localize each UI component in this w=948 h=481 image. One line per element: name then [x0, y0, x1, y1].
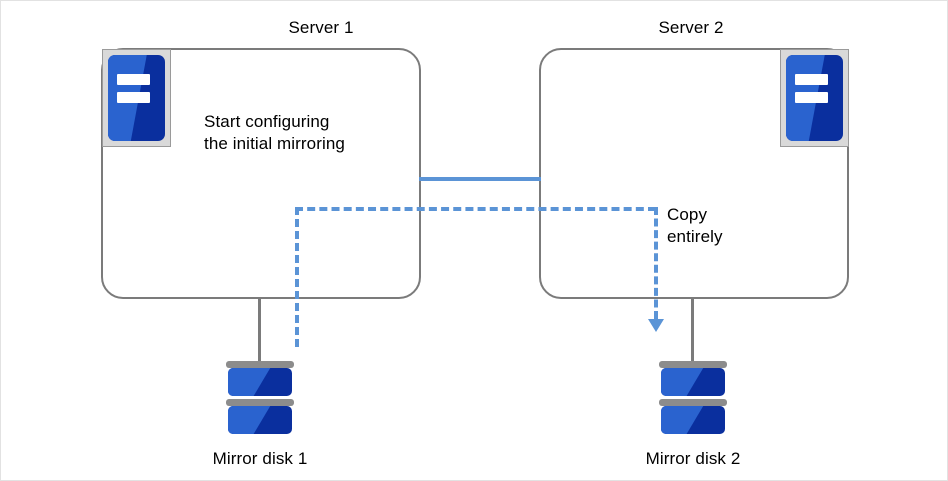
disk-slab-bottom: [661, 406, 725, 434]
disk-slab-top: [661, 368, 725, 396]
server-icon-bar-top: [795, 73, 829, 86]
disk-icon: [659, 361, 727, 439]
server-icon-chip: [108, 55, 165, 141]
server-icon: [102, 49, 171, 147]
server1-note: Start configuring the initial mirroring: [204, 112, 345, 153]
server-icon-bar-bottom: [795, 91, 829, 104]
copy-path-segment-right-vertical: [654, 207, 658, 319]
disk2-connector: [691, 299, 694, 361]
disk1-connector: [258, 299, 261, 361]
server-icon-chip: [786, 55, 843, 141]
server-link-connector: [419, 177, 541, 181]
server-icon-bar-bottom: [117, 91, 151, 104]
disk-platter-top: [659, 361, 727, 368]
server2-title: Server 2: [658, 18, 724, 37]
disk-platter-bottom: [659, 399, 727, 406]
disk-platter-top: [226, 361, 294, 368]
arrow-down-icon: [648, 319, 664, 332]
copy-path-segment-horizontal: [295, 207, 656, 211]
disk-icon: [226, 361, 294, 439]
disk1-label: Mirror disk 1: [212, 449, 308, 468]
disk-slab-top: [228, 368, 292, 396]
disk-platter-bottom: [226, 399, 294, 406]
server-icon-bar-top: [117, 73, 151, 86]
server1-title: Server 1: [288, 18, 354, 37]
copy-entirely-note: Copy entirely: [667, 205, 723, 246]
disk2-label: Mirror disk 2: [645, 449, 741, 468]
disk-slab-bottom: [228, 406, 292, 434]
copy-path-segment-left-vertical: [295, 207, 299, 347]
server-icon: [780, 49, 849, 147]
